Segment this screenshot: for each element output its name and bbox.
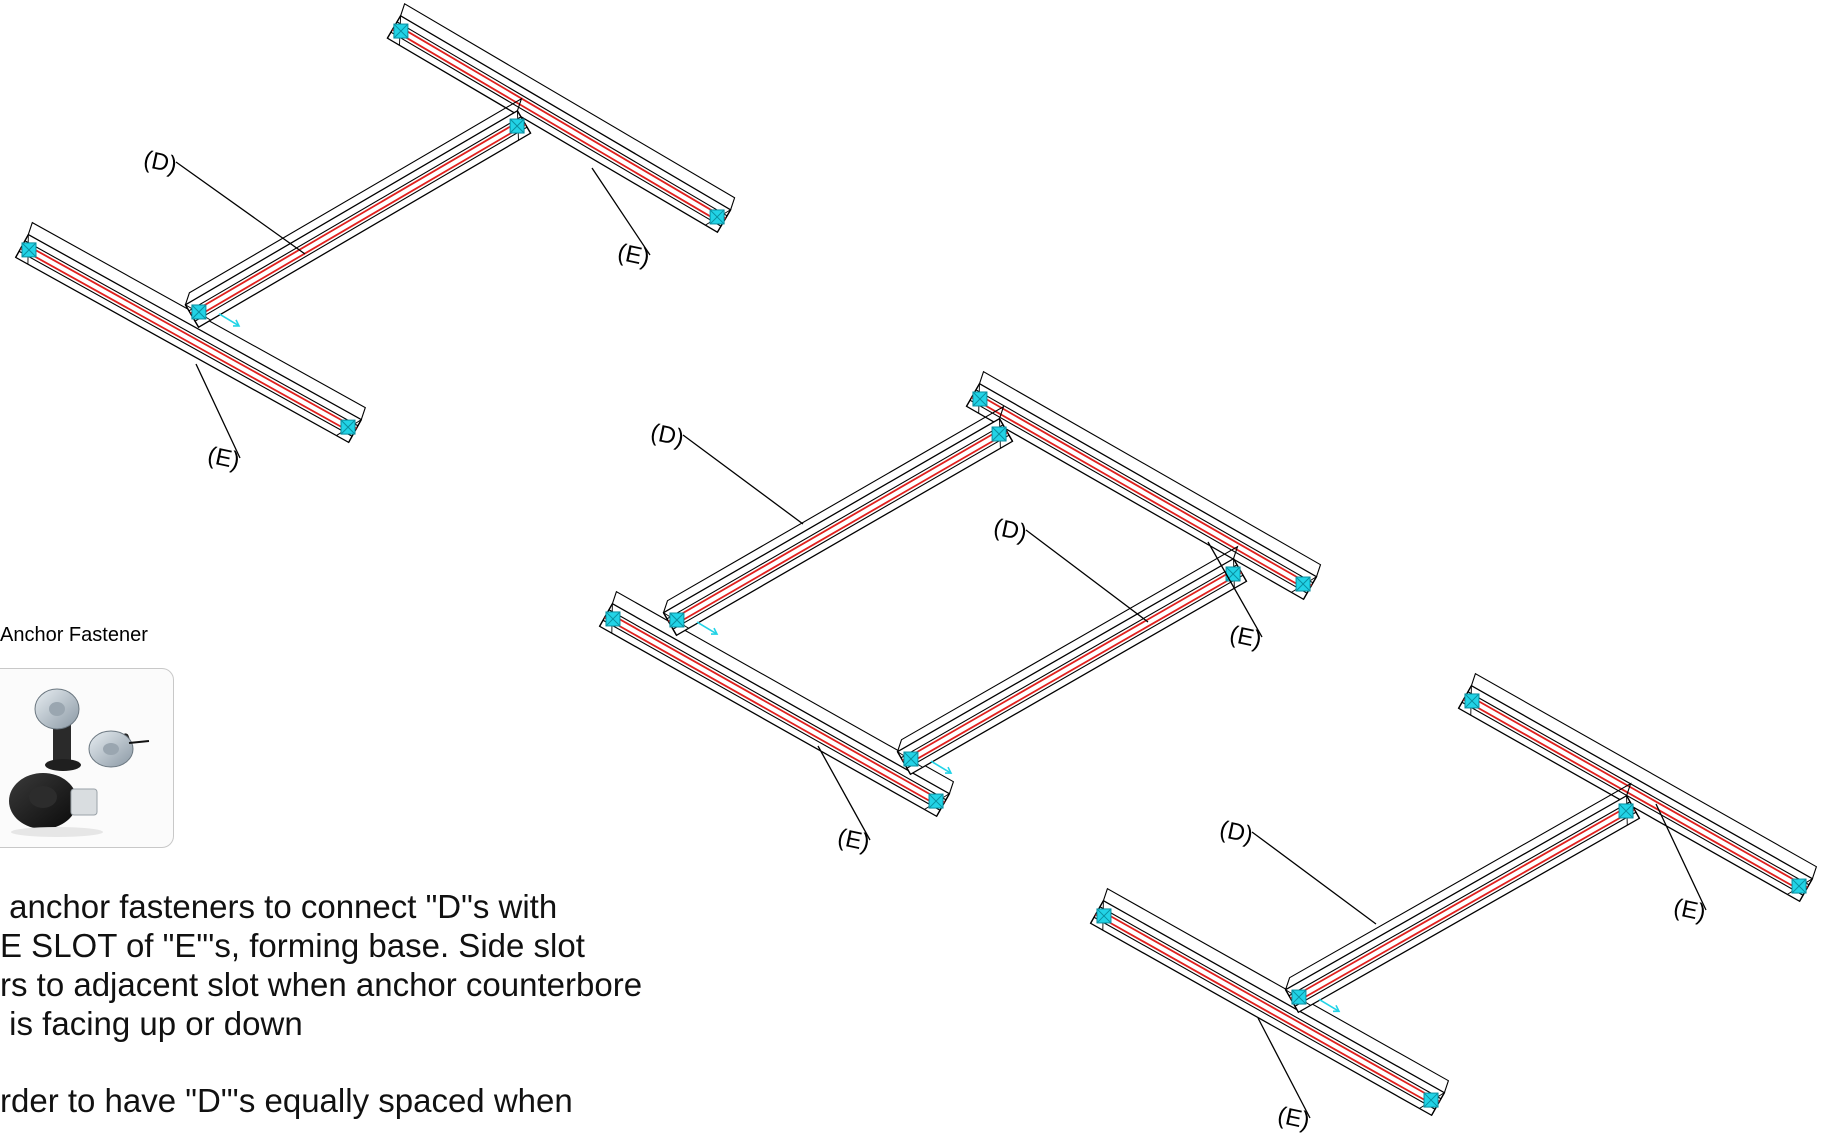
assembly-2 bbox=[598, 370, 1322, 818]
anchor-fastener-photo bbox=[0, 668, 174, 848]
callout: (D) bbox=[1217, 816, 1377, 925]
fastener-icon bbox=[1295, 576, 1311, 592]
fastener-icon bbox=[1464, 693, 1480, 709]
fastener-icon bbox=[393, 23, 409, 39]
callout-label: (D) bbox=[648, 419, 686, 452]
fastener-icon bbox=[21, 242, 37, 258]
callout: (E) bbox=[195, 363, 242, 475]
beam-E bbox=[965, 370, 1322, 601]
instruction-line: is facing up or down bbox=[0, 1005, 303, 1042]
beam-E bbox=[14, 221, 366, 444]
fastener-icon bbox=[191, 304, 207, 320]
callout-label: (E) bbox=[1275, 1102, 1312, 1135]
fastener-icon bbox=[991, 426, 1007, 442]
beam-E bbox=[386, 2, 736, 234]
fastener-icon bbox=[1096, 908, 1112, 924]
direction-arrow-icon bbox=[696, 621, 719, 635]
beam-D bbox=[662, 405, 1014, 637]
beam-D bbox=[896, 545, 1248, 776]
assembly-1 bbox=[14, 2, 736, 444]
assembly-3 bbox=[1089, 672, 1818, 1117]
fastener-photo-icon bbox=[9, 688, 150, 837]
callout: (D) bbox=[141, 146, 306, 255]
fastener-icon bbox=[1791, 878, 1807, 894]
callout-label: (E) bbox=[1671, 894, 1708, 927]
fastener-icon bbox=[972, 391, 988, 407]
fastener-icon bbox=[1291, 989, 1307, 1005]
callout: (E) bbox=[1207, 541, 1264, 654]
callout: (E) bbox=[1655, 803, 1708, 927]
instruction-line: anchor fasteners to connect "D"s with bbox=[0, 888, 558, 925]
instructions-text: anchor fasteners to connect "D"s with E … bbox=[0, 887, 800, 1120]
callout: (E) bbox=[591, 167, 652, 272]
fastener-icon bbox=[340, 419, 356, 435]
beams-layer bbox=[14, 2, 1818, 1117]
beam-D bbox=[184, 97, 532, 329]
callout-label: (E) bbox=[1227, 621, 1264, 654]
beam-E bbox=[1089, 887, 1450, 1117]
instruction-line: E SLOT of "E"'s, forming base. Side slot bbox=[0, 927, 585, 964]
fastener-icon bbox=[903, 751, 919, 767]
fastener-icon bbox=[928, 793, 944, 809]
instruction-line: rs to adjacent slot when anchor counterb… bbox=[0, 966, 643, 1003]
callout: (E) bbox=[1257, 1017, 1312, 1135]
fastener-icon bbox=[605, 611, 621, 627]
fastener-label: Anchor Fastener bbox=[0, 624, 148, 646]
beam-D bbox=[1284, 782, 1641, 1014]
fastener-icon bbox=[1618, 803, 1634, 819]
callout-label: (E) bbox=[835, 824, 872, 857]
fastener-icon bbox=[509, 118, 525, 134]
direction-arrow-icon bbox=[1318, 998, 1341, 1013]
callout-label: (E) bbox=[205, 442, 242, 475]
beam-E bbox=[598, 590, 955, 818]
callout-label: (D) bbox=[991, 514, 1029, 547]
callout: (E) bbox=[817, 745, 872, 857]
direction-arrow-icon bbox=[930, 760, 953, 774]
beam-E bbox=[1457, 672, 1818, 903]
instruction-line: rder to have "D"'s equally spaced when bbox=[0, 1082, 573, 1119]
callout: (D) bbox=[648, 419, 804, 525]
callout-label: (D) bbox=[1217, 816, 1255, 849]
fastener-icon bbox=[669, 612, 685, 628]
direction-arrow-icon bbox=[218, 313, 241, 327]
callout-label: (E) bbox=[615, 239, 652, 272]
fastener-icon bbox=[709, 209, 725, 225]
callout: (D) bbox=[991, 514, 1149, 623]
fastener-icon bbox=[1225, 566, 1241, 582]
fastener-icon bbox=[1423, 1092, 1439, 1108]
callout-label: (D) bbox=[141, 146, 179, 179]
